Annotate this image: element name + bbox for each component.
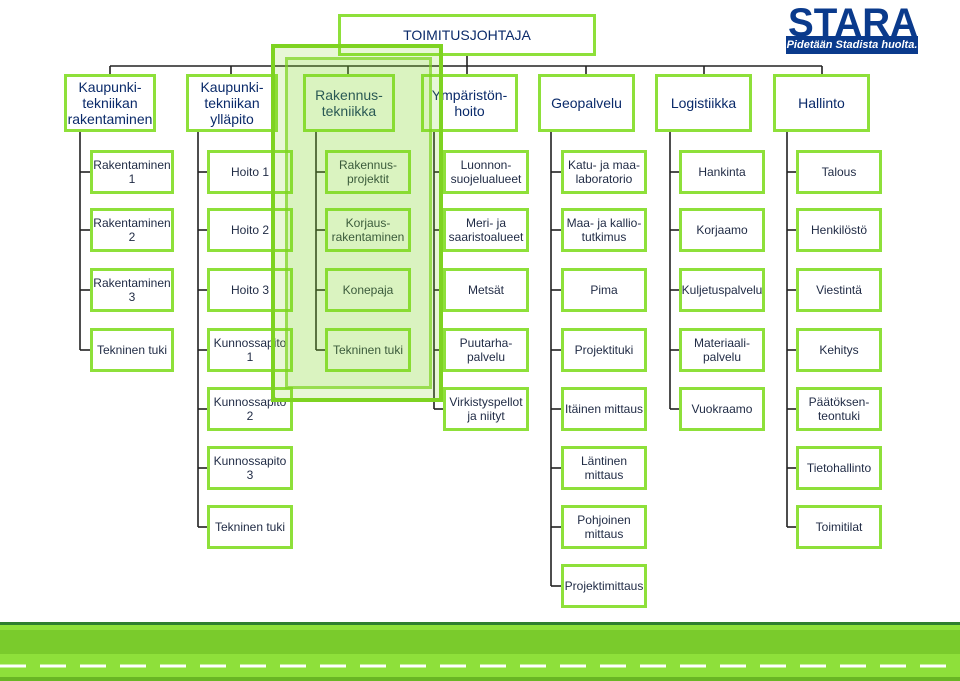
unit-box: Hoito 1 [207, 150, 293, 194]
unit-box: Pima [561, 268, 647, 312]
unit-box: Projektituki [561, 328, 647, 372]
unit-box: Korjaus- rakentaminen [325, 208, 411, 252]
header-kaupunkitekniikan-rakentaminen: Kaupunki- tekniikan rakentaminen [64, 74, 156, 132]
unit-box: Meri- ja saaristoalueet [443, 208, 529, 252]
header-ymparistonhoito: Ympäristön- hoito [421, 74, 518, 132]
unit-box: Rakentaminen 1 [90, 150, 174, 194]
header-hallinto: Hallinto [773, 74, 870, 132]
unit-box: Tekninen tuki [325, 328, 411, 372]
header-rakennustekniikka: Rakennus- tekniikka [303, 74, 395, 132]
unit-box: Virkistyspellot ja niityt [443, 387, 529, 431]
unit-box: Tietohallinto [796, 446, 882, 490]
unit-box: Hoito 3 [207, 268, 293, 312]
unit-box: Metsät [443, 268, 529, 312]
unit-box: Luonnon- suojelualueet [443, 150, 529, 194]
unit-box: Henkilöstö [796, 208, 882, 252]
unit-box: Päätöksen- teontuki [796, 387, 882, 431]
unit-box: Kunnossapito 2 [207, 387, 293, 431]
column-highlight-inner [285, 57, 432, 389]
column-highlight-frame [271, 44, 443, 402]
unit-box: Läntinen mittaus [561, 446, 647, 490]
unit-box: Maa- ja kallio- tutkimus [561, 208, 647, 252]
unit-box: Hankinta [679, 150, 765, 194]
unit-box: Tekninen tuki [207, 505, 293, 549]
unit-box: Itäinen mittaus [561, 387, 647, 431]
unit-box: Puutarha- palvelu [443, 328, 529, 372]
unit-box: Kuljetuspalvelu [679, 268, 765, 312]
unit-box: Korjaamo [679, 208, 765, 252]
unit-box: Pohjoinen mittaus [561, 505, 647, 549]
unit-box: Konepaja [325, 268, 411, 312]
unit-box: Materiaali- palvelu [679, 328, 765, 372]
ceo-box: TOIMITUSJOHTAJA [338, 14, 596, 56]
header-kaupunkitekniikan-yllapito: Kaupunki- tekniikan ylläpito [186, 74, 278, 132]
unit-box: Katu- ja maa- laboratorio [561, 150, 647, 194]
unit-box: Vuokraamo [679, 387, 765, 431]
unit-box: Rakentaminen 2 [90, 208, 174, 252]
unit-box: Viestintä [796, 268, 882, 312]
road-graphic [0, 622, 960, 681]
header-geopalvelu: Geopalvelu [538, 74, 635, 132]
unit-box: Tekninen tuki [90, 328, 174, 372]
unit-box: Talous [796, 150, 882, 194]
unit-box: Kehitys [796, 328, 882, 372]
unit-box: Kunnossapito 1 [207, 328, 293, 372]
unit-box: Hoito 2 [207, 208, 293, 252]
header-logistiikka: Logistiikka [655, 74, 752, 132]
logo-tagline: Pidetään Stadista huolta. [786, 36, 918, 54]
unit-box: Projektimittaus [561, 564, 647, 608]
unit-box: Toimitilat [796, 505, 882, 549]
unit-box: Rakennus- projektit [325, 150, 411, 194]
unit-box: Kunnossapito 3 [207, 446, 293, 490]
unit-box: Rakentaminen 3 [90, 268, 174, 312]
